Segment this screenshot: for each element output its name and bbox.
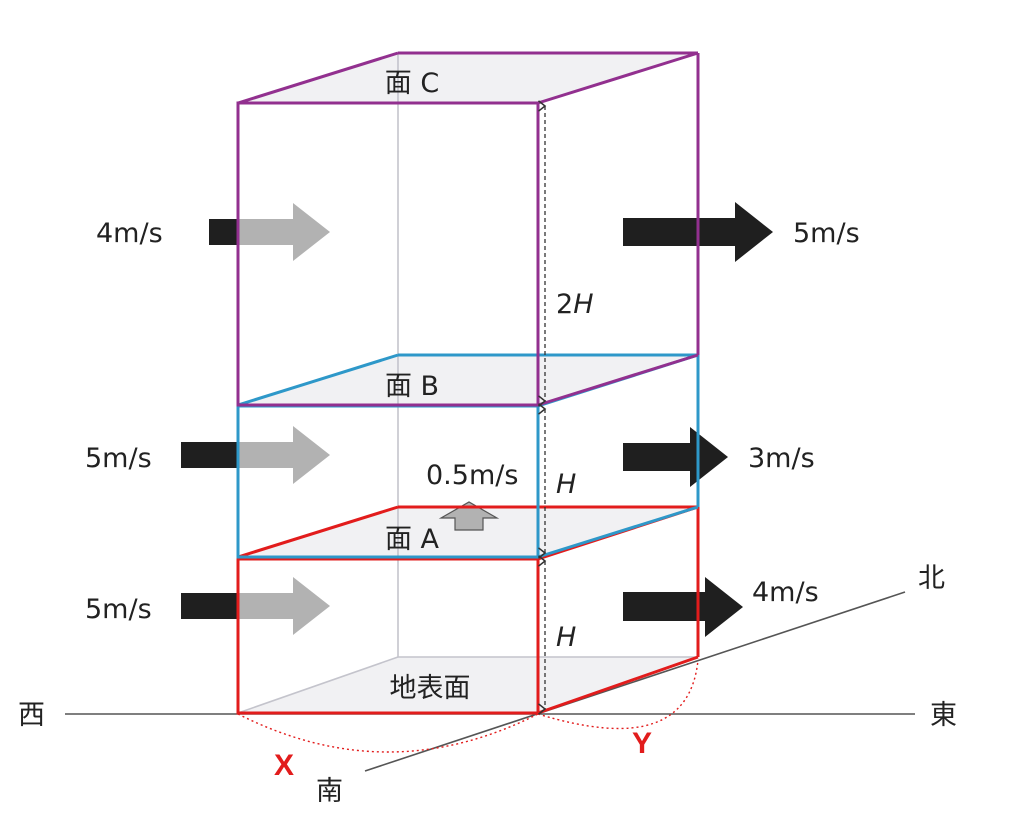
face-a <box>238 507 698 557</box>
face-b <box>238 355 698 405</box>
face-c <box>238 53 698 103</box>
top-inflow-arrow-light <box>235 203 330 261</box>
top-outflow-label: 5m/s <box>793 218 860 249</box>
face-c-label: 面 C <box>385 68 439 99</box>
south-north-axis <box>364 591 906 772</box>
top-inflow-label: 4m/s <box>96 218 163 249</box>
face-b-label: 面 B <box>385 371 439 402</box>
dim-2h-label: 2H <box>556 289 594 320</box>
bottom-inflow-arrow-dark <box>181 593 238 619</box>
width-y-label: Y <box>632 727 652 760</box>
width-x-arc <box>237 713 539 753</box>
dim-2h-variable: H <box>573 289 593 320</box>
width-y-arc <box>537 659 699 730</box>
dim-2h-coefficient: 2 <box>556 289 573 320</box>
top-box <box>236 51 700 407</box>
mid-inflow-arrow-dark <box>181 442 238 468</box>
hidden-bottom-left-edge <box>237 656 399 714</box>
face-a-label: 面 A <box>385 524 440 555</box>
mid-outflow-arrow <box>623 427 728 487</box>
mid-outflow-label: 3m/s <box>748 443 815 474</box>
top-inflow-arrow-dark <box>209 219 237 245</box>
east-label: 東 <box>930 700 957 731</box>
ground-face-label: 地表面 <box>390 673 471 704</box>
ground-face <box>238 657 698 713</box>
dim-h-mid-label: H <box>556 469 576 500</box>
west-label: 西 <box>18 700 45 731</box>
bottom-inflow-arrow-light <box>235 577 330 635</box>
mid-inflow-arrow-light <box>235 426 330 484</box>
mid-inflow-label: 5m/s <box>85 443 152 474</box>
bottom-outflow-label: 4m/s <box>752 577 819 608</box>
bottom-inflow-label: 5m/s <box>85 594 152 625</box>
vertical-wind-label: 0.5m/s <box>426 460 518 491</box>
width-x-label: X <box>274 749 294 782</box>
bottom-outflow-arrow <box>623 577 743 637</box>
vertical-wind-arrow <box>438 501 500 531</box>
south-label: 南 <box>316 776 343 807</box>
dim-h-bottom-label: H <box>556 622 576 653</box>
north-label: 北 <box>918 563 945 594</box>
